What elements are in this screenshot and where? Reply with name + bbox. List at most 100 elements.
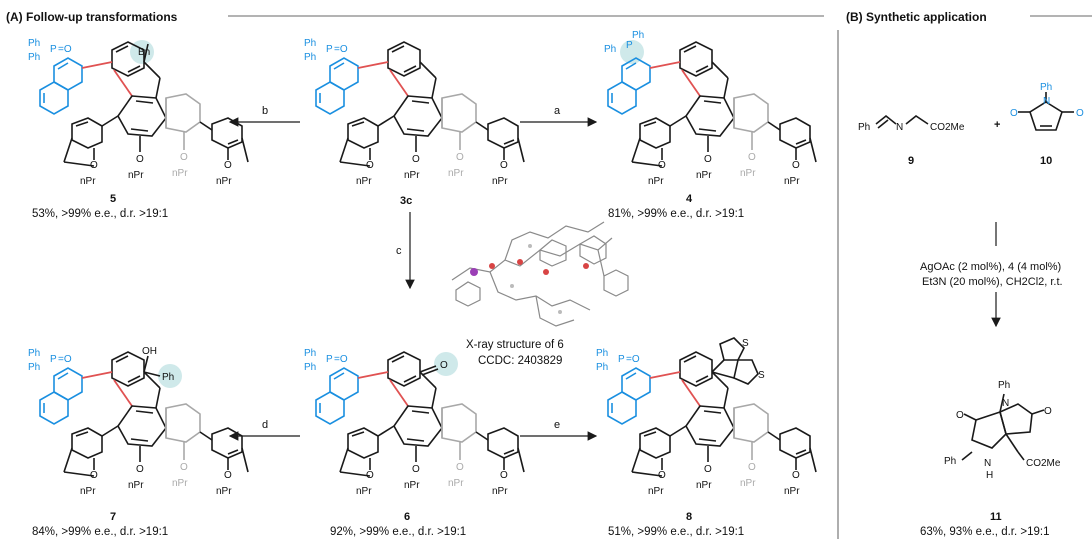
svg-text:=O: =O	[626, 354, 640, 365]
svg-text:O: O	[366, 470, 374, 481]
svg-text:H: H	[986, 470, 993, 481]
svg-text:S: S	[742, 338, 749, 349]
svg-text:nPr: nPr	[448, 168, 464, 179]
svg-text:nPr: nPr	[216, 486, 232, 497]
compound-8-label: 8	[686, 511, 692, 523]
svg-text:O: O	[658, 160, 666, 171]
substituent-6: O	[440, 360, 448, 371]
svg-text:O: O	[792, 470, 800, 481]
svg-text:Ph: Ph	[28, 348, 40, 359]
compound-6-result: 92%, >99% e.e., d.r. >19:1	[330, 526, 466, 538]
svg-text:N: N	[984, 458, 991, 469]
compound-7-result: 84%, >99% e.e., d.r. >19:1	[32, 526, 168, 538]
substituent-7-oh: OH	[142, 346, 157, 357]
svg-text:nPr: nPr	[128, 170, 144, 181]
svg-text:Ph: Ph	[28, 362, 40, 373]
svg-text:O: O	[704, 154, 712, 165]
svg-text:O: O	[1076, 108, 1084, 119]
arrow-e-label: e	[554, 419, 560, 431]
svg-text:O: O	[366, 160, 374, 171]
compound-4-structure: P Ph Ph O O O O nPr nPr nPr nPr	[604, 30, 817, 187]
compound-3c-label: 3c	[400, 195, 412, 207]
svg-text:P: P	[618, 354, 625, 365]
svg-text:Ph: Ph	[596, 348, 608, 359]
arrow-c-label: c	[396, 245, 402, 257]
compound-4-result: 81%, >99% e.e., d.r. >19:1	[608, 208, 744, 220]
conditions-line-1: AgOAc (2 mol%), 4 (4 mol%)	[920, 261, 1061, 273]
thiophene-1	[719, 337, 745, 361]
svg-text:O: O	[500, 470, 508, 481]
svg-text:=O: =O	[58, 44, 72, 55]
svg-text:O: O	[1044, 406, 1052, 417]
svg-text:N: N	[1002, 398, 1009, 409]
svg-text:O: O	[136, 154, 144, 165]
svg-text:nPr: nPr	[172, 168, 188, 179]
svg-text:nPr: nPr	[492, 176, 508, 187]
svg-text:Ph: Ph	[604, 44, 616, 55]
svg-text:O: O	[136, 464, 144, 475]
compound-11-structure: Ph N O O Ph N H CO2Me	[944, 380, 1061, 481]
svg-text:nPr: nPr	[740, 168, 756, 179]
svg-text:O: O	[180, 462, 188, 473]
xray-caption-1: X-ray structure of 6	[466, 339, 564, 351]
compound-6-structure: O P =O Ph Ph O O O O nPr nPr nPr nPr	[304, 348, 525, 497]
svg-text:O: O	[500, 160, 508, 171]
highlight-6	[434, 352, 458, 376]
xray-caption-2: CCDC: 2403829	[478, 355, 562, 367]
plus-sign: +	[994, 119, 1000, 131]
substituent-7-ph: Ph	[162, 372, 174, 383]
substituent-5: Bn	[138, 47, 150, 58]
svg-text:nPr: nPr	[356, 176, 372, 187]
compound-11-label: 11	[990, 511, 1002, 523]
svg-text:P: P	[50, 44, 57, 55]
svg-text:nPr: nPr	[356, 486, 372, 497]
svg-text:S: S	[758, 370, 765, 381]
svg-text:nPr: nPr	[404, 170, 420, 181]
svg-text:=O: =O	[334, 354, 348, 365]
svg-text:O: O	[748, 152, 756, 163]
svg-text:CO2Me: CO2Me	[1026, 458, 1061, 469]
compound-5-result: 53%, >99% e.e., d.r. >19:1	[32, 208, 168, 220]
xray-structure-image	[451, 221, 629, 327]
svg-text:nPr: nPr	[784, 486, 800, 497]
compound-4-label: 4	[686, 193, 693, 205]
svg-text:nPr: nPr	[696, 480, 712, 491]
compound-9-label: 9	[908, 155, 914, 167]
svg-text:Ph: Ph	[28, 52, 40, 63]
compound-8-result: 51%, >99% e.e., d.r. >19:1	[608, 526, 744, 538]
svg-text:Ph: Ph	[858, 122, 870, 133]
svg-text:Ph: Ph	[596, 362, 608, 373]
compound-5-label: 5	[110, 193, 116, 205]
compound-5-structure: Bn P =O Ph Ph O O O O nPr nPr nPr nPr	[28, 38, 249, 187]
svg-text:O: O	[456, 462, 464, 473]
svg-text:nPr: nPr	[172, 478, 188, 489]
svg-text:O: O	[180, 152, 188, 163]
svg-text:CO2Me: CO2Me	[930, 122, 965, 133]
svg-text:O: O	[792, 160, 800, 171]
svg-text:N: N	[896, 122, 903, 133]
svg-text:nPr: nPr	[784, 176, 800, 187]
svg-text:nPr: nPr	[696, 170, 712, 181]
compound-9-structure: Ph N CO2Me	[858, 114, 965, 133]
svg-text:Ph: Ph	[998, 380, 1010, 391]
svg-text:N: N	[1043, 96, 1050, 107]
svg-text:nPr: nPr	[448, 478, 464, 489]
thiophene-2	[733, 359, 759, 385]
compound-10-label: 10	[1040, 155, 1052, 167]
svg-text:nPr: nPr	[80, 176, 96, 187]
compound-7-label: 7	[110, 511, 116, 523]
compound-7-structure: OH Ph P =O Ph Ph O O O O nPr nPr nPr nPr	[28, 346, 249, 497]
highlight-4	[620, 40, 644, 64]
svg-text:Ph: Ph	[632, 30, 644, 41]
svg-text:O: O	[90, 160, 98, 171]
svg-text:=O: =O	[58, 354, 72, 365]
svg-text:Ph: Ph	[304, 38, 316, 49]
compound-10-structure: Ph N O O	[1010, 82, 1084, 131]
arrow-b-label: b	[262, 105, 268, 117]
svg-text:nPr: nPr	[648, 486, 664, 497]
svg-text:P: P	[50, 354, 57, 365]
svg-text:O: O	[956, 410, 964, 421]
svg-text:P: P	[326, 44, 333, 55]
svg-text:nPr: nPr	[492, 486, 508, 497]
